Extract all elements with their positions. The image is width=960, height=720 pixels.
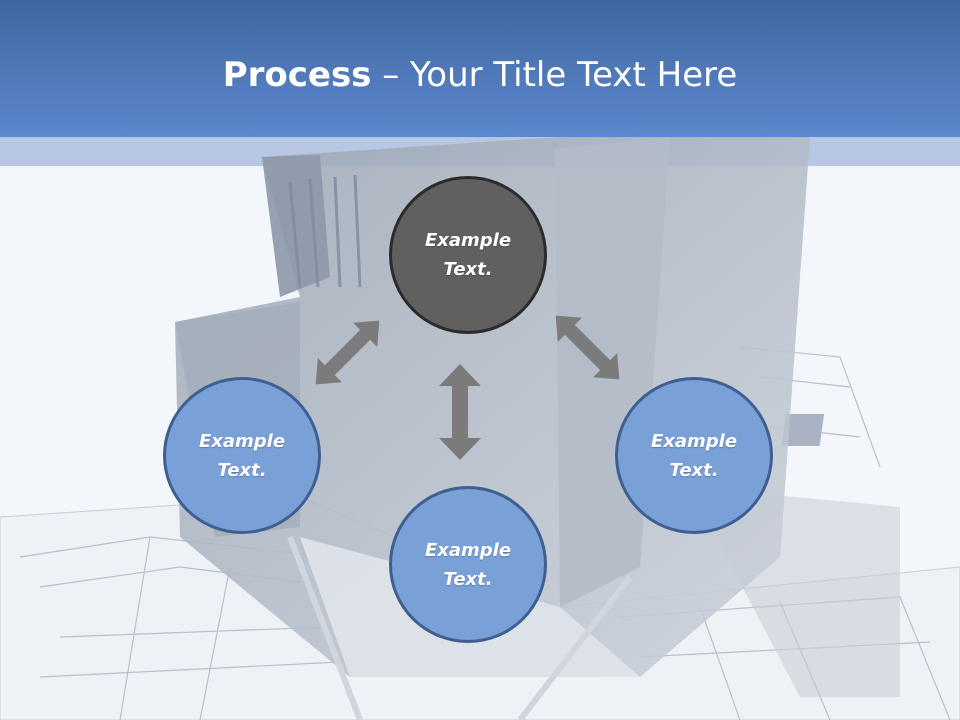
process-node-left: Example Text. xyxy=(163,377,321,534)
title-bold: Process xyxy=(222,55,372,95)
process-node-bottom: Example Text. xyxy=(389,486,547,643)
node-label: Example Text. xyxy=(650,430,738,481)
slide-title: Process – Your Title Text Here xyxy=(0,52,960,98)
process-node-right: Example Text. xyxy=(615,377,773,534)
node-label: Example Text. xyxy=(198,430,286,481)
node-label: Example Text. xyxy=(424,230,512,280)
title-bar xyxy=(0,0,960,137)
process-node-center: Example Text. xyxy=(389,176,547,334)
double-arrow-center-bottom xyxy=(439,364,481,460)
double-arrow-center-right xyxy=(555,315,620,380)
double-arrow-center-left xyxy=(315,320,380,385)
node-label: Example Text. xyxy=(424,539,512,590)
title-rest: – Your Title Text Here xyxy=(371,55,738,95)
